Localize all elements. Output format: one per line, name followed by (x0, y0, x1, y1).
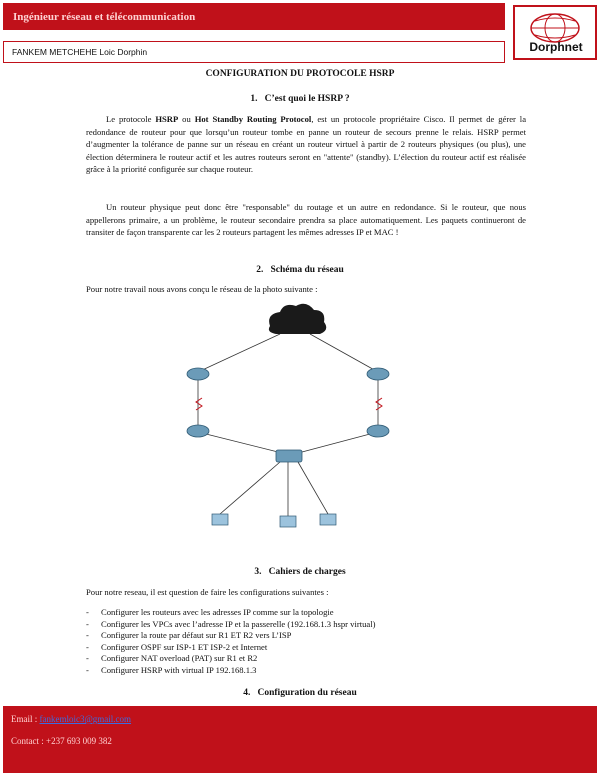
logo-text: Dorphnet (529, 40, 583, 54)
serial-link-icon (195, 397, 383, 411)
header-bar: Ingénieur réseau et télécommunication (3, 3, 505, 30)
section-2-heading: 2. Schéma du réseau (0, 265, 600, 275)
diagram-intro: Pour notre travail nous avons conçu le r… (86, 284, 318, 294)
footer-contact: Contact : +237 693 009 382 (11, 736, 112, 746)
list-item: Configurer OSPF sur ISP-1 ET ISP-2 et In… (86, 642, 375, 654)
section-4-heading: 4. Configuration du réseau (0, 688, 600, 698)
section-3-heading: 3. Cahiers de charges (0, 567, 600, 577)
section-1-heading: 1. C’est quoi le HSRP ? (0, 94, 600, 104)
author-box: FANKEM METCHEHE Loic Dorphin (3, 41, 505, 63)
hsrp-definition-paragraph: Le protocole HSRP ou Hot Standby Routing… (86, 114, 527, 174)
hsrp-term: HSRP (155, 114, 179, 124)
list-item: Configurer NAT overload (PAT) sur R1 et … (86, 653, 375, 665)
globe-icon (530, 13, 580, 43)
section-title: C’est quoi le HSRP ? (264, 94, 350, 104)
internet-cloud-icon (268, 303, 327, 334)
email-link[interactable]: fankemloic3@gmail.com (39, 714, 132, 724)
list-item: Configurer la route par défaut sur R1 ET… (86, 630, 375, 642)
requirements-list: Configurer les routeurs avec les adresse… (86, 607, 375, 677)
dorphnet-logo: Dorphnet (513, 5, 597, 60)
list-item: Configurer les VPCs avec l’adresse IP et… (86, 619, 375, 631)
footer-email: Email : fankemloic3@gmail.com (11, 714, 131, 724)
section-title: Cahiers de charges (268, 567, 346, 577)
list-item: Configurer HSRP with virtual IP 192.168.… (86, 665, 375, 677)
hsrp-full-term: Hot Standby Routing Protocol (194, 114, 312, 124)
section-title: Schéma du réseau (270, 265, 344, 275)
document-title: CONFIGURATION DU PROTOCOLE HSRP (205, 69, 395, 79)
section-number: 4. (243, 688, 251, 698)
author-name: FANKEM METCHEHE Loic Dorphin (12, 47, 148, 57)
footer: Email : fankemloic3@gmail.com Contact : … (3, 706, 597, 773)
router-icon (186, 367, 390, 438)
header-title: Ingénieur réseau et télécommunication (13, 11, 196, 23)
requirements-intro: Pour notre reseau, il est question de fa… (86, 587, 329, 597)
email-label: Email : (11, 714, 40, 724)
section-title: Configuration du réseau (257, 688, 357, 698)
section-number: 2. (256, 265, 264, 275)
network-diagram (186, 303, 390, 528)
switch-icon (275, 449, 303, 463)
hsrp-redundancy-paragraph: Un routeur physique peut donc être "resp… (86, 202, 526, 237)
list-item: Configurer les routeurs avec les adresse… (86, 607, 375, 619)
section-number: 3. (254, 567, 262, 577)
section-number: 1. (250, 94, 258, 104)
pc-icon (211, 513, 337, 528)
